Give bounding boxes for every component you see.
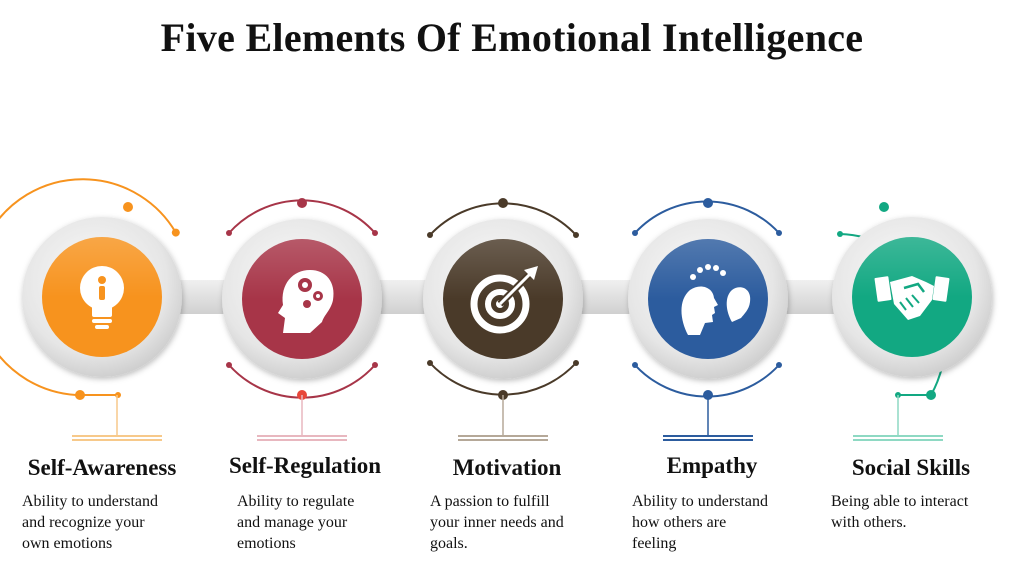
description-line: Ability to regulate	[237, 493, 355, 510]
description-line: own emotions	[22, 535, 113, 552]
arc-end-dot	[573, 232, 579, 238]
element-motivation	[423, 198, 583, 441]
top-arc-dot	[297, 198, 307, 208]
top-arc	[0, 178, 177, 396]
element-self-awareness	[0, 178, 182, 441]
handshake-icon	[874, 276, 950, 320]
bottom-small-dot	[115, 392, 121, 398]
arc-end-dot	[372, 362, 378, 368]
description-line: and recognize your	[22, 514, 145, 531]
element-description-self-regulation: Ability to regulate and manage your emot…	[237, 491, 407, 554]
description-line: and manage your	[237, 514, 348, 531]
description-line: Being able to interact	[831, 493, 969, 510]
target-arrow-icon	[470, 266, 538, 334]
description-line: A passion to fulfill	[430, 493, 550, 510]
description-line: Ability to understand	[22, 493, 158, 510]
bottom-dot	[75, 390, 85, 400]
top-arc-dot	[498, 198, 508, 208]
arc-end-dot	[837, 231, 843, 237]
two-faces-icon	[681, 264, 751, 335]
arc-end-dot	[776, 362, 782, 368]
description-line: your inner needs and	[430, 514, 564, 531]
arc-end-dot	[632, 230, 638, 236]
description-line: goals.	[430, 535, 468, 552]
description-line: Ability to understand	[632, 493, 768, 510]
gloss	[242, 239, 362, 299]
element-self-regulation	[222, 198, 382, 441]
element-description-self-awareness: Ability to understand and recognize your…	[22, 491, 192, 554]
element-social-skills	[832, 202, 992, 441]
arc-end-dot	[226, 230, 232, 236]
gloss	[443, 239, 563, 299]
arc-end-dot	[776, 230, 782, 236]
element-description-motivation: A passion to fulfill your inner needs an…	[430, 491, 600, 554]
top-arc-dot	[703, 198, 713, 208]
description-line: emotions	[237, 535, 296, 552]
top-arc-dot	[123, 202, 133, 212]
arc-end-dot	[226, 362, 232, 368]
element-description-empathy: Ability to understand how others are fee…	[632, 491, 802, 554]
arc-end-dot	[427, 360, 433, 366]
head-gears-icon	[278, 270, 334, 333]
element-title-social-skills: Social Skills	[851, 455, 971, 480]
description-line: how others are	[632, 514, 727, 531]
lightbulb-icon	[80, 266, 124, 329]
arc-end-dot	[372, 230, 378, 236]
element-title-motivation: Motivation	[452, 455, 562, 480]
arc-end-dot	[573, 360, 579, 366]
element-title-self-regulation: Self-Regulation	[228, 453, 382, 478]
element-title-empathy: Empathy	[666, 453, 758, 478]
description-line: with others.	[831, 514, 907, 531]
element-description-social-skills: Being able to interact with others.	[831, 491, 1001, 533]
element-empathy	[628, 198, 788, 441]
page-title: Five Elements Of Emotional Intelligence	[160, 15, 864, 60]
description-line: feeling	[632, 535, 677, 552]
arc-end-dot	[171, 228, 180, 237]
arc-end-dot	[632, 362, 638, 368]
top-arc-dot	[879, 202, 889, 212]
bottom-dot	[926, 390, 936, 400]
arc-end-dot	[427, 232, 433, 238]
element-title-self-awareness: Self-Awareness	[27, 455, 177, 480]
